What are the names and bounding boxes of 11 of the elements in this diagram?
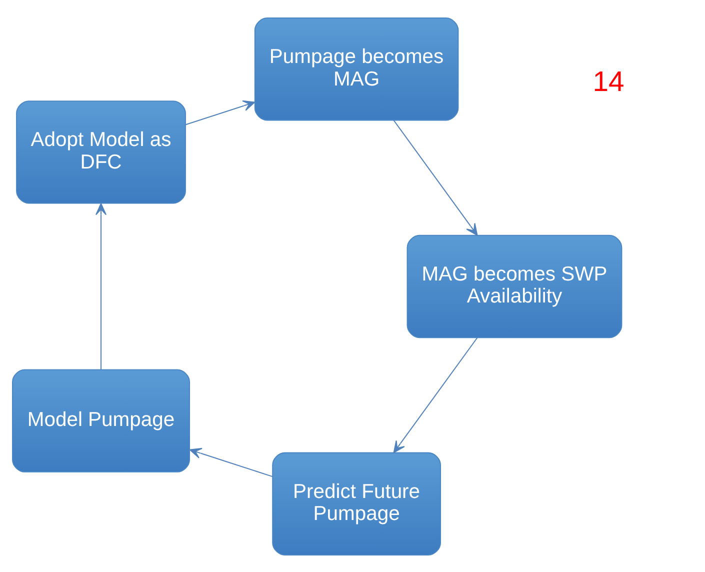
arrow	[96, 202, 107, 370]
node-box: Pumpage becomes MAG	[254, 17, 459, 120]
label: 14	[592, 64, 624, 97]
node-box: Adopt Model as DFC	[16, 100, 186, 204]
node-box: MAG becomes SWP Availability	[406, 234, 622, 338]
node-box: Predict Future Pumpage	[272, 452, 441, 555]
arrow	[189, 447, 273, 477]
arrow	[393, 336, 478, 453]
arrow	[186, 100, 256, 125]
arrow	[393, 120, 478, 236]
node-box: Model Pumpage	[12, 368, 190, 472]
